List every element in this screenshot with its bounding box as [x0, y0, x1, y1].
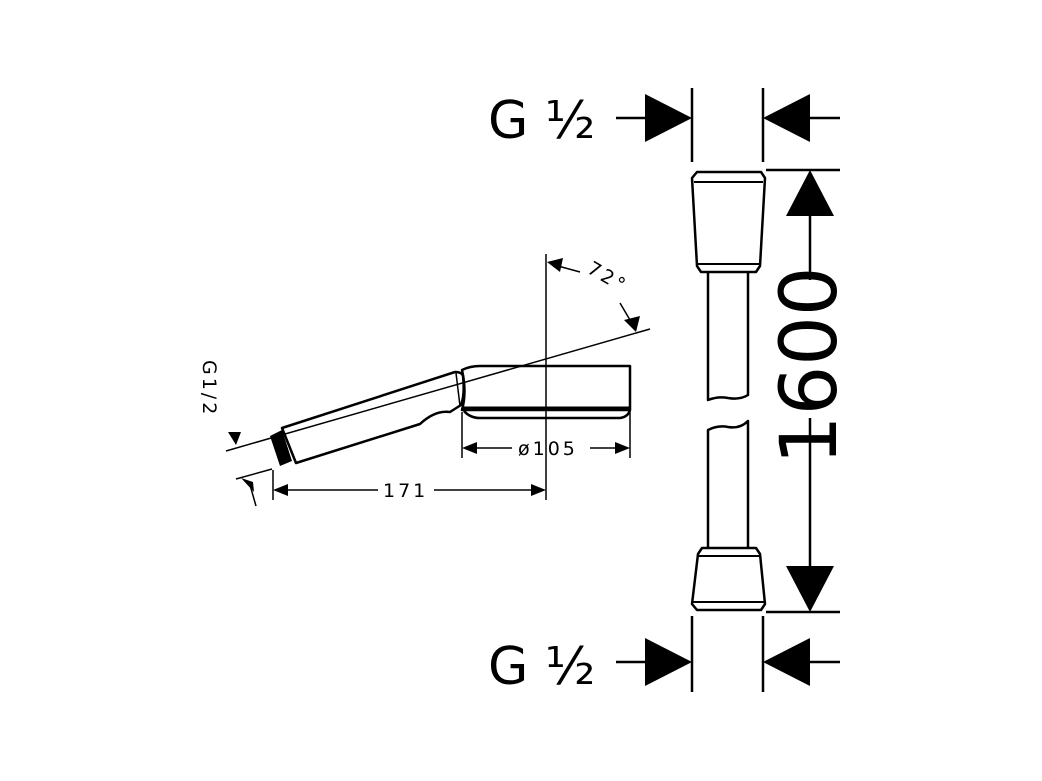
top-thread-label: G ½: [488, 91, 595, 151]
spray-face: [463, 409, 632, 420]
thread-label: G1/2: [198, 360, 220, 417]
arrowhead: [645, 94, 692, 142]
length-label: 171: [383, 480, 428, 502]
arrowhead: [615, 442, 630, 454]
arrowhead: [763, 638, 810, 686]
angle-label: 72°: [584, 257, 632, 297]
hose-tube-lower: [706, 419, 750, 548]
top-connector: [690, 170, 767, 274]
hose-tube-upper: [706, 272, 750, 402]
arrowhead: [547, 258, 563, 272]
arrowhead: [786, 170, 834, 216]
arrowhead: [763, 94, 810, 142]
bottom-connector: [690, 546, 767, 612]
axis-line: [225, 328, 651, 452]
arrowhead: [645, 638, 692, 686]
thread-connector: [270, 430, 292, 466]
arrowhead: [462, 442, 477, 454]
arrowhead: [624, 316, 640, 332]
head-diameter-label: ø105: [518, 438, 578, 460]
hand-shower: G1/2 72° ø105 171: [198, 254, 651, 507]
bottom-thread-label: G ½: [488, 637, 595, 697]
shower-hose: G ½ 1600 G ½: [488, 88, 855, 697]
arrowhead: [786, 566, 834, 612]
extension-line: [235, 468, 273, 480]
hose-length-label: 1600: [765, 266, 855, 465]
shower-handle: [280, 370, 465, 465]
arrowhead: [273, 484, 288, 496]
arrowhead: [531, 484, 546, 496]
arrowhead: [228, 432, 241, 445]
